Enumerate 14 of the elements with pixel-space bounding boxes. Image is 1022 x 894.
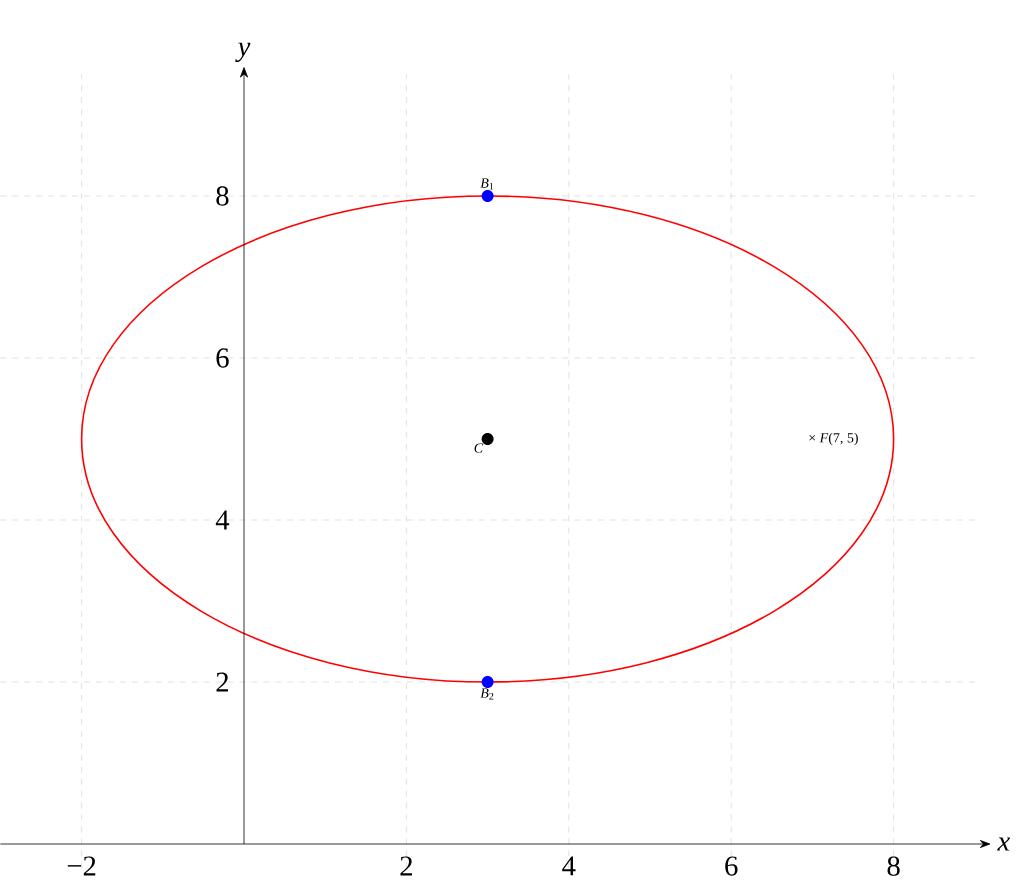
tick-label: 2 <box>400 856 412 876</box>
point <box>481 190 494 202</box>
axis-label: x <box>997 837 1010 851</box>
tick-label: 4 <box>562 856 576 876</box>
tick-label: 8 <box>216 186 229 206</box>
tick-label: 4 <box>215 510 230 530</box>
point <box>481 676 494 688</box>
tick-label: −2 <box>67 856 96 876</box>
tick-label: 8 <box>887 856 900 876</box>
tick-label: 2 <box>216 672 228 692</box>
point <box>481 433 494 445</box>
axis-label: y <box>235 42 251 62</box>
tick-label: 6 <box>216 348 229 368</box>
tick-label: 6 <box>725 856 738 876</box>
